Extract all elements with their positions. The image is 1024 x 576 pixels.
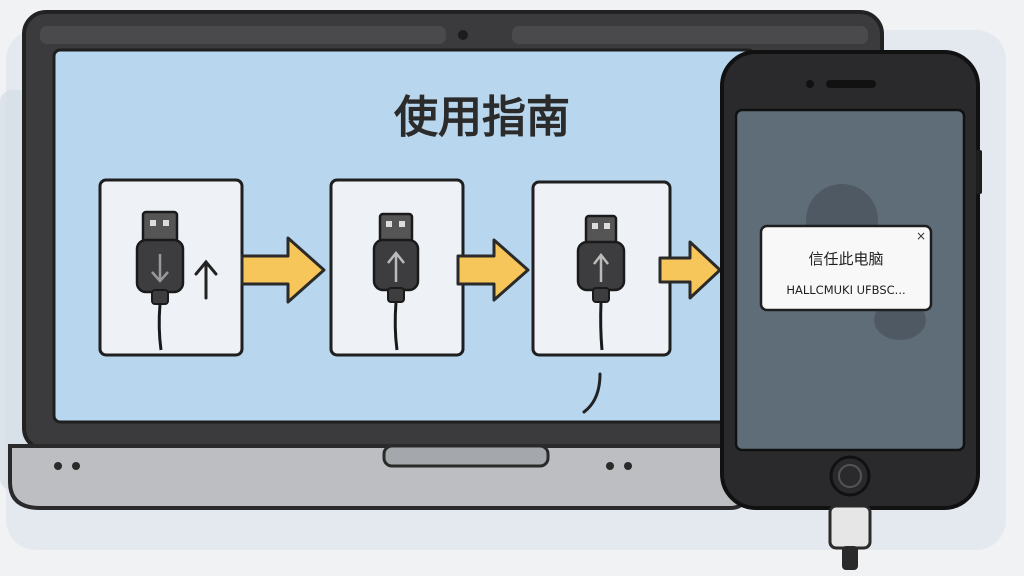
laptop-base (8, 444, 747, 510)
phone-side-button (976, 150, 982, 194)
laptop-indicator-dot (606, 462, 614, 470)
laptop-bezel-right (512, 26, 868, 44)
step-card-1 (98, 178, 244, 357)
phone-front-camera (806, 80, 814, 88)
trust-dialog-title: 信任此电脑 (808, 250, 883, 268)
usb-plug-icon (576, 214, 626, 351)
trust-dialog-box (759, 224, 933, 312)
step-card-3 (531, 180, 672, 357)
next-arrow-icon (240, 236, 326, 304)
usb-plug-icon (372, 212, 420, 351)
guide-title: 使用指南 (394, 92, 570, 143)
usb-plug-icon (135, 210, 185, 351)
laptop-bezel-left (40, 26, 446, 44)
cable-tail (582, 372, 602, 414)
laptop-indicator-dot (54, 462, 62, 470)
next-arrow-icon (658, 240, 722, 300)
laptop-trackpad-notch (382, 444, 550, 468)
step-card-2 (329, 178, 465, 357)
laptop-indicator-dot (624, 462, 632, 470)
laptop-camera (458, 30, 468, 40)
trust-dialog-message: HALLCMUKI UFBSC... (786, 283, 905, 297)
close-icon[interactable]: × (916, 229, 926, 243)
up-arrow-icon (194, 259, 218, 300)
home-button[interactable] (829, 455, 871, 497)
home-button-ring (838, 464, 862, 488)
next-arrow-icon (456, 238, 530, 302)
laptop-indicator-dot (72, 462, 80, 470)
phone-earpiece (826, 80, 876, 88)
trust-dialog: 信任此电脑 HALLCMUKI UFBSC... × (759, 224, 933, 312)
lightning-cable (828, 504, 872, 570)
